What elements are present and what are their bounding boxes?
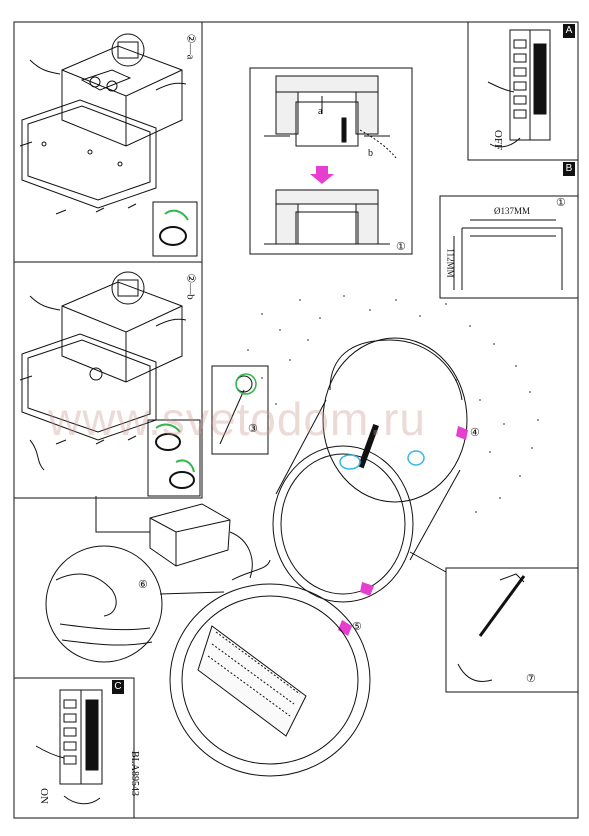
plaster-area <box>247 295 539 513</box>
junction-box-2a <box>19 33 187 215</box>
step-2a-label: ②—a <box>184 33 197 60</box>
screwdriver-inset-frame <box>211 365 269 455</box>
push-arrow-front <box>338 620 352 636</box>
label-a: a <box>318 106 323 117</box>
hand-detail-drawing <box>55 573 153 646</box>
panel-2a-frame <box>13 21 203 263</box>
hand-detail-circle <box>45 545 163 663</box>
step-4-label: ④ <box>470 427 480 439</box>
on-label: ON <box>37 788 50 804</box>
push-arrow-upper <box>456 426 468 440</box>
leader-line-hand <box>159 591 225 595</box>
step-7-label: ⑦ <box>526 673 536 685</box>
wall-section-diagram <box>264 75 397 245</box>
panel-2b-frame <box>13 261 203 499</box>
diameter-label: Ø137MM <box>494 206 531 216</box>
off-label: OFF <box>492 129 505 151</box>
breaker-off <box>487 29 551 148</box>
breaker-on <box>35 689 103 805</box>
mounting-ring <box>272 337 468 603</box>
green-screw-highlight <box>235 373 257 395</box>
step-1b-label: ① <box>556 197 566 209</box>
panel-b-badge: B <box>563 162 575 176</box>
led-driver-box <box>149 503 253 579</box>
cyan-clip-left <box>339 454 361 470</box>
push-arrow-lower <box>360 582 374 596</box>
latch-inset-frame <box>445 567 579 693</box>
step-3-label: ③ <box>248 423 258 435</box>
green-inset-2b <box>147 419 201 497</box>
green-clip-2a <box>159 209 189 246</box>
step-5-label: ⑤ <box>352 621 362 633</box>
panel-b-frame <box>439 195 579 299</box>
panel-a-frame <box>467 21 579 161</box>
cyan-clip-right <box>407 450 425 466</box>
down-arrow-magenta <box>310 166 334 184</box>
front-lamp <box>169 559 371 777</box>
junction-box-2b <box>19 271 187 471</box>
step-6-label: ⑥ <box>138 579 148 591</box>
green-inset-2a <box>152 201 198 257</box>
step-1-label: ① <box>396 241 406 253</box>
leader-line-driver <box>95 496 150 533</box>
panel-a-badge: A <box>563 24 575 38</box>
green-clip-2b <box>155 423 195 489</box>
model-code: BLA89543 <box>129 751 140 796</box>
leader-line-latch <box>409 551 447 573</box>
depth-label: 112MM <box>445 248 456 278</box>
step-2b-label: ②—b <box>184 273 197 300</box>
panel-1-frame <box>249 67 413 255</box>
panel-c-badge: C <box>112 680 124 694</box>
label-b: b <box>368 148 373 159</box>
panel-c-frame <box>13 677 135 819</box>
dimension-drawing <box>453 219 563 290</box>
latch-detail <box>457 573 526 682</box>
